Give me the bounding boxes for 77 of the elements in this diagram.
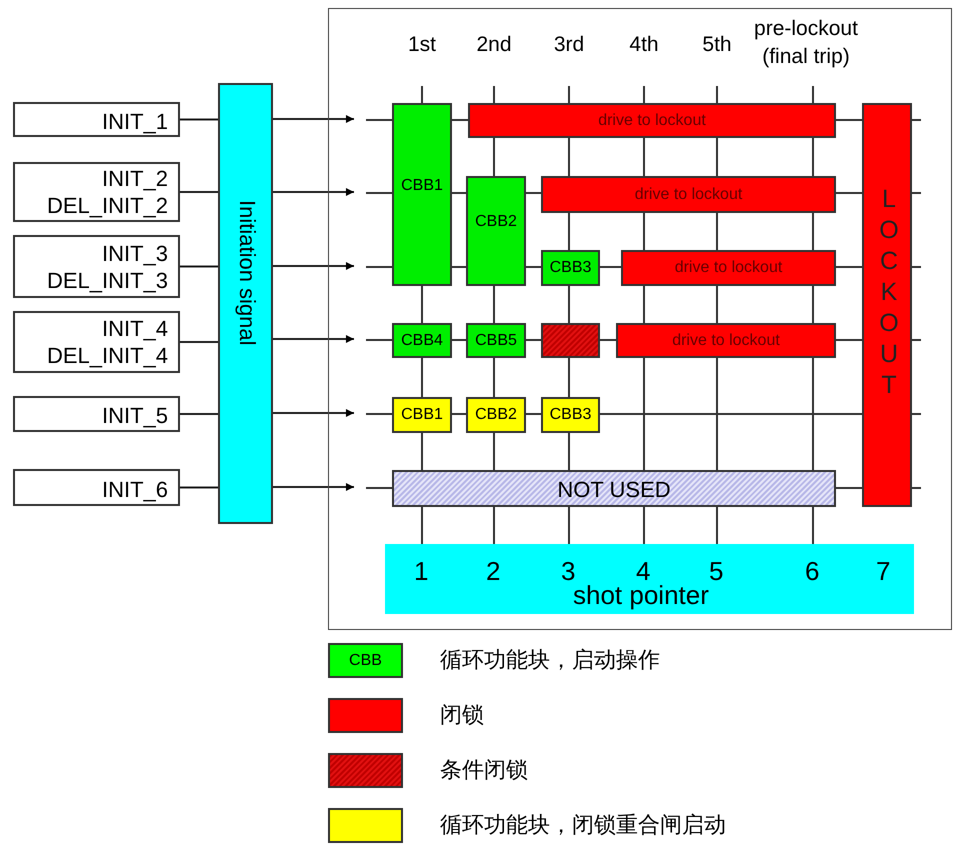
signal-name: INIT_1 <box>102 108 168 134</box>
legend-text: 条件闭锁 <box>440 756 528 784</box>
block-label: drive to lockout <box>597 112 707 130</box>
connector-line <box>180 341 218 343</box>
cbb-block <box>466 397 526 433</box>
shot-pointer-band <box>385 544 914 614</box>
connector-line <box>180 266 218 268</box>
signal-box <box>13 311 180 373</box>
arrow <box>273 408 354 417</box>
connector-line <box>180 118 218 120</box>
shot-number: 2 <box>486 556 500 587</box>
block-label: CBB2 <box>474 213 518 231</box>
signal-name: INIT_5 <box>102 403 168 429</box>
arrow <box>273 114 354 123</box>
lockout-bar <box>468 103 836 138</box>
hatched-block <box>541 323 600 358</box>
cbb-block <box>392 323 452 358</box>
cbb-block <box>541 397 600 433</box>
cbb-block <box>392 397 452 433</box>
block-label: drive to lockout <box>634 186 744 204</box>
legend-text: 闭锁 <box>440 701 484 729</box>
signal-name: INIT_2 <box>102 166 168 192</box>
column-heading: 4th <box>628 33 660 57</box>
bar-label: Initiation signal <box>234 200 260 346</box>
signal-box <box>13 102 180 137</box>
block-label: drive to lockout <box>674 259 784 277</box>
connector-line <box>180 486 218 488</box>
shot-number: 7 <box>876 556 890 587</box>
lockout-bar <box>621 250 836 286</box>
unused-bar <box>392 470 836 507</box>
column-heading: 5th <box>701 33 733 57</box>
lockout-bar <box>616 323 836 358</box>
signal-name: DEL_INIT_3 <box>46 268 168 294</box>
shot-number: 5 <box>709 556 724 587</box>
block-label: CBB1 <box>400 176 444 194</box>
signal-name: DEL_INIT_2 <box>46 193 168 219</box>
cbb-block <box>466 323 526 358</box>
cbb-block <box>466 176 526 286</box>
shot-number: 3 <box>561 556 576 586</box>
shot-number: 1 <box>414 556 428 587</box>
signal-name: INIT_6 <box>102 476 168 502</box>
signal-box <box>13 162 180 222</box>
lockout-bar <box>541 176 836 213</box>
block-label: CBB4 <box>400 332 444 350</box>
signal-name: DEL_INIT_4 <box>46 343 168 369</box>
signal-name: INIT_4 <box>102 316 168 342</box>
bar-label: LOCKOUT <box>874 185 903 402</box>
block-label: CBB2 <box>474 406 518 424</box>
cbb-block <box>541 250 600 286</box>
chart-frame <box>328 8 952 630</box>
block-label: drive to lockout <box>671 332 781 350</box>
block-label: NOT USED <box>556 476 672 502</box>
block-label: CBB3 <box>548 259 592 277</box>
block-label: CBB3 <box>548 406 592 424</box>
signal-box <box>13 235 180 298</box>
arrow <box>273 482 354 491</box>
signal-box <box>13 396 180 432</box>
column-heading: 3rd <box>552 33 586 57</box>
column-heading: pre-lockout (final trip) <box>753 16 859 70</box>
arrow <box>273 188 354 196</box>
arrow <box>273 262 354 270</box>
swatch-label: CBB <box>348 652 383 670</box>
lockout-bar <box>862 103 912 507</box>
connector-line <box>180 413 218 415</box>
column-heading: 1st <box>406 33 437 57</box>
cbb-block <box>392 103 452 286</box>
signal-name: INIT_3 <box>102 240 168 266</box>
connector-line <box>180 191 218 193</box>
legend-text: 循环功能块，启动操作 <box>440 646 660 674</box>
legend-text: 循环功能块，闭锁重合闸启动 <box>440 811 726 839</box>
block-label: CBB1 <box>400 406 444 424</box>
signal-box <box>13 469 180 506</box>
column-heading: 2nd <box>475 33 513 57</box>
arrow <box>273 334 354 343</box>
shot-number: 6 <box>805 556 820 587</box>
block-label: CBB5 <box>474 332 518 350</box>
initiation-bar <box>218 83 273 524</box>
